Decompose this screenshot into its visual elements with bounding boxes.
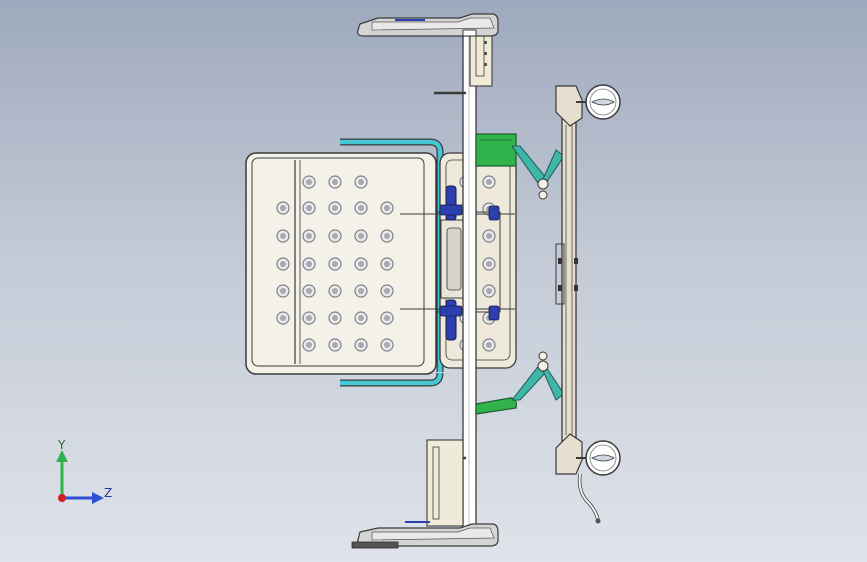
linkage-upper[interactable] — [511, 145, 565, 200]
mounting-hole-center — [358, 288, 364, 294]
side-rail-top[interactable] — [340, 138, 444, 372]
mounting-hole-center — [332, 233, 338, 239]
mounting-hole-center — [280, 205, 286, 211]
mounting-hole-center — [332, 315, 338, 321]
mounting-hole-center — [280, 288, 286, 294]
mounting-hole-center — [486, 261, 492, 267]
mounting-hole-center — [358, 315, 364, 321]
mounting-hole-center — [332, 205, 338, 211]
z-axis-label: Z — [104, 486, 112, 500]
mattress-platform[interactable] — [245, 152, 437, 375]
y-axis-label: Y — [57, 438, 66, 452]
mounting-hole-center — [384, 205, 390, 211]
mounting-hole-center — [384, 288, 390, 294]
y-axis-arrow — [56, 450, 68, 462]
mounting-hole-center — [280, 315, 286, 321]
mounting-hole-center — [306, 315, 312, 321]
mounting-hole-center — [358, 179, 364, 185]
mounting-hole-center — [332, 261, 338, 267]
mounting-hole-center — [306, 288, 312, 294]
green-bracket-top[interactable] — [475, 133, 517, 167]
mounting-hole-center — [306, 261, 312, 267]
mounting-hole-center — [332, 342, 338, 348]
mounting-hole-center — [486, 179, 492, 185]
mounting-hole-center — [384, 315, 390, 321]
mounting-hole-center — [486, 233, 492, 239]
top-pedal[interactable] — [357, 13, 499, 37]
mounting-hole-center — [358, 233, 364, 239]
mounting-hole-center — [332, 288, 338, 294]
power-cable[interactable] — [577, 473, 601, 524]
mounting-hole-center — [358, 342, 364, 348]
mounting-hole-center — [384, 342, 390, 348]
mounting-hole-center — [384, 233, 390, 239]
mounting-hole-center — [306, 233, 312, 239]
z-axis-arrow — [92, 492, 104, 504]
bottom-pedal[interactable] — [351, 521, 499, 549]
mounting-hole-center — [280, 261, 286, 267]
actuator-assembly[interactable] — [400, 185, 515, 341]
mounting-hole-center — [358, 205, 364, 211]
mounting-hole-center — [486, 342, 492, 348]
side-rail-bottom[interactable] — [340, 372, 444, 387]
mounting-hole-center — [486, 288, 492, 294]
triad-origin — [58, 494, 66, 502]
mounting-hole-center — [384, 261, 390, 267]
caster-wheel-bottom[interactable] — [576, 440, 621, 476]
mounting-hole-center — [306, 342, 312, 348]
base-frame[interactable] — [555, 85, 583, 475]
mounting-hole-center — [332, 179, 338, 185]
coordinate-triad: Y Z — [56, 438, 112, 504]
caster-wheel-top[interactable] — [576, 84, 621, 120]
linkage-lower[interactable] — [510, 351, 565, 401]
green-bracket-bottom[interactable] — [475, 397, 517, 415]
mounting-hole-center — [306, 205, 312, 211]
mattress-holes — [276, 175, 394, 352]
mounting-hole-center — [358, 261, 364, 267]
mounting-hole-center — [306, 179, 312, 185]
mounting-hole-center — [280, 233, 286, 239]
